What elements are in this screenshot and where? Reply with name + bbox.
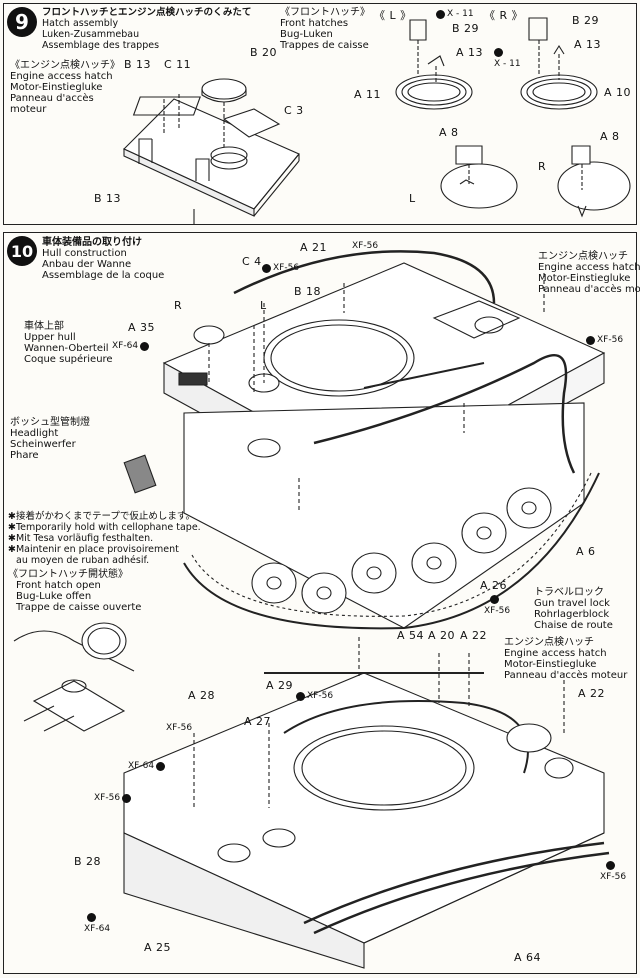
hull-assembly-drawing [104,243,624,633]
paint-xf56-g: XF-56 [94,793,132,803]
step-9-badge: 9 [7,7,37,37]
paint-xf56-b: XF-56 [262,263,299,273]
label-a21: A 21 [300,241,328,254]
label-a29: A 29 [266,679,294,692]
engine-access-hatch-caption: 《エンジン点検ハッチ》 Engine access hatch Motor-Ei… [10,60,120,115]
label-a11: A 11 [354,88,382,101]
front-hatch-open-drawing [14,611,154,741]
step-10-badge: 10 [7,236,37,266]
label-a22-right: A 22 [578,687,606,700]
label-a22-top: A 22 [460,629,488,642]
label-a20: A 20 [428,629,456,642]
paint-xf64-c: XF-64 [84,913,110,934]
hatch-a8-left-drawing [434,144,524,214]
tape-note: ✱接着がかわくまでテープで仮止めします。 ✱Temporarily hold w… [8,511,201,566]
label-a13-left: A 13 [456,46,484,59]
label-b29-right: B 29 [572,14,600,27]
label-b13-bottom: B 13 [94,192,122,205]
engine-access-hatch-caption-3: エンジン点検ハッチ Engine access hatch Motor-Eins… [504,637,628,681]
front-hatch-right-drawing [509,14,619,114]
hatch-a8-right-drawing [554,144,634,224]
label-a64: A 64 [514,951,542,964]
front-hatch-open-caption: 《フロントハッチ開状態》 Front hatch open Bug-Luke o… [8,569,142,613]
front-hatch-left-drawing [384,14,494,114]
label-a26: A 26 [480,579,508,592]
paint-xf56-e: XF-56 [296,691,333,701]
label-a28: A 28 [188,689,216,702]
paint-xf56-c: XF-56 [586,335,623,345]
label-b20: B 20 [250,46,278,59]
gun-travel-lock-caption: トラベルロック Gun travel lock Rohrlagerblock C… [534,587,613,631]
paint-xf56-f: XF-56 [166,723,193,733]
label-b18: B 18 [294,285,322,298]
front-hatches-caption: 《フロントハッチ》 Front hatches Bug-Luken Trappe… [280,7,370,51]
label-b29-left: B 29 [452,22,480,35]
label-b13-top: B 13 [124,58,152,71]
step-9-title: フロントハッチとエンジン点検ハッチのくみたて Hatch assembly Lu… [42,7,252,51]
paint-x11-right: X - 11 [494,48,521,69]
paint-xf56-a: XF-56 [352,241,379,251]
label-a35: A 35 [128,321,156,334]
label-c3: C 3 [284,104,304,117]
side-right-label: 《 R 》 [484,9,524,22]
label-c11: C 11 [164,58,192,71]
paint-xf56-d: XF-56 [484,595,510,616]
paint-xf64-a: XF-64 [112,341,150,351]
engine-deck-detail-drawing [104,633,634,968]
engine-access-hatch-caption-2: エンジン点検ハッチ Engine access hatch Motor-Eins… [538,251,640,295]
upper-hull-caption: 車体上部 Upper hull Wannen-Oberteil Coque su… [24,321,113,365]
label-l: L [409,192,416,205]
paint-xf64-b: XF-64 [128,761,166,771]
headlight-caption: ボッシュ型管制燈 Headlight Scheinwerfer Phare [10,417,90,461]
label-l-hull: L [260,299,267,312]
paint-x11-left: X - 11 [436,9,474,19]
label-a25: A 25 [144,941,172,954]
step-10-panel: 10 車体装備品の取り付け Hull construction Anbau de… [3,232,640,974]
label-r: R [538,160,547,173]
step-9-panel: 9 フロントハッチとエンジン点検ハッチのくみたて Hatch assembly … [3,3,637,225]
label-a13-right: A 13 [574,38,602,51]
label-a8-right: A 8 [600,130,620,143]
label-a6: A 6 [576,545,596,558]
engine-hatch-drawing [104,59,304,219]
paint-xf56-h: XF-56 [600,861,626,882]
label-b28: B 28 [74,855,102,868]
label-r-hull: R [174,299,183,312]
label-a27: A 27 [244,715,272,728]
label-a10: A 10 [604,86,632,99]
label-a54: A 54 [397,629,425,642]
label-c4: C 4 [242,255,262,268]
label-a8-left: A 8 [439,126,459,139]
step-10-title: 車体装備品の取り付け Hull construction Anbau der W… [42,237,165,281]
side-left-label: 《 L 》 [374,9,412,22]
